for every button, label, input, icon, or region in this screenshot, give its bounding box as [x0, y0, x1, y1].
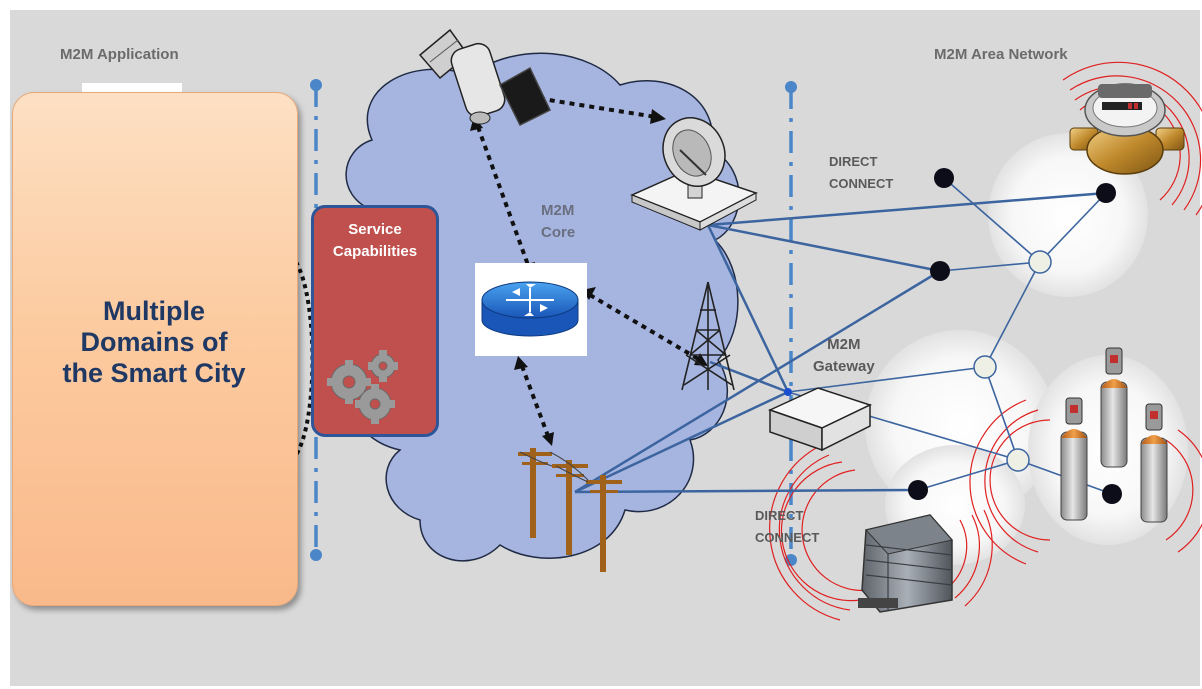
- right-divider: [785, 81, 797, 566]
- cell-tower-icon: [681, 281, 735, 391]
- direct-connect-bottom-label: DIRECT CONNECT: [755, 508, 820, 545]
- node-direct-2: [930, 261, 950, 281]
- router-icon: [475, 263, 587, 356]
- m2m-application-title: M2M Application: [60, 46, 179, 63]
- node-hub-2: [973, 355, 997, 379]
- utility-pole-icon: [518, 448, 622, 572]
- area-network-bubbles: [865, 133, 1188, 565]
- satellite-dish-icon: [630, 117, 758, 231]
- signal-rings-cylinders: [969, 399, 1202, 565]
- gateway-box-icon: [767, 387, 873, 452]
- node-cylinders: [1102, 484, 1122, 504]
- m2m-area-network-title: M2M Area Network: [934, 46, 1068, 63]
- node-meter: [1096, 183, 1116, 203]
- m2m-core-label: M2M Core: [541, 202, 576, 241]
- m2m-gateway-label: M2M Gateway: [813, 336, 875, 375]
- storage-tank-icon: [858, 514, 953, 613]
- network-links: [574, 191, 1107, 494]
- gas-cylinder-icon: [1060, 347, 1168, 523]
- node-hub-3: [1006, 448, 1030, 472]
- mesh-nodes: [784, 168, 1122, 504]
- node-hub-1: [1028, 250, 1052, 274]
- direct-connect-top-label: DIRECT CONNECT: [829, 154, 894, 191]
- node-tank: [908, 480, 928, 500]
- node-direct-1: [934, 168, 954, 188]
- node-gateway: [784, 388, 792, 396]
- wireless-links: [476, 95, 702, 437]
- service-capabilities-label: Service Capabilities: [332, 221, 418, 260]
- application-tab: [82, 83, 182, 93]
- water-meter-icon: [1069, 83, 1185, 175]
- signal-rings-tank: [769, 447, 993, 621]
- satellite-icon: [418, 28, 551, 127]
- smart-city-domains-label: Multiple Domains of the Smart City: [62, 296, 246, 388]
- gears-icon: [327, 350, 398, 424]
- smart-city-domains-box: [12, 92, 298, 606]
